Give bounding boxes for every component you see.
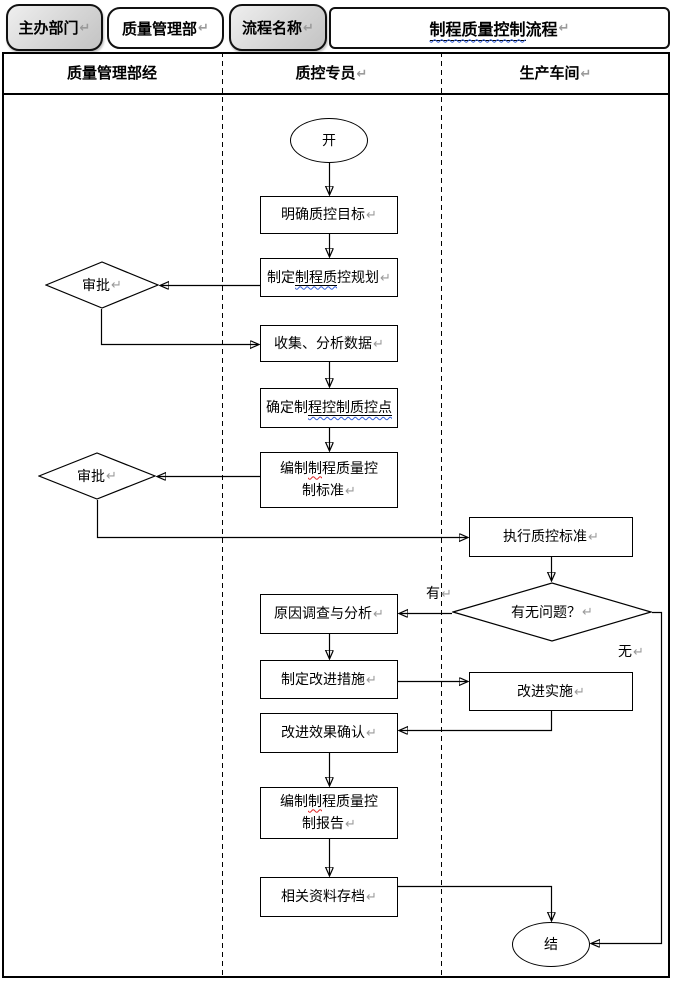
measures-label: 制定改进措施	[281, 670, 366, 687]
step-clarify-goal: 明确质控目标↵	[260, 196, 398, 234]
return-mark: ↵	[441, 586, 452, 601]
step-archive: 相关资料存档↵	[260, 877, 398, 917]
return-mark: ↵	[580, 66, 592, 81]
host-dept-label: 主办部门	[18, 20, 79, 37]
return-mark: ↵	[633, 644, 644, 659]
end-node: 结	[512, 922, 590, 967]
plan-label-part2: 控规划	[337, 268, 380, 285]
report-redwavy: 制	[308, 793, 322, 810]
decision-approve-1-shape	[45, 261, 159, 309]
return-mark: ↵	[366, 889, 377, 905]
step-cause-analysis: 原因调查与分析↵	[260, 594, 398, 634]
clarify-goal-label: 明确质控目标	[281, 206, 366, 223]
step-implement-improvement: 改进实施↵	[469, 672, 633, 711]
step-confirm-effect: 改进效果确认↵	[260, 713, 398, 753]
yes-text: 有	[426, 585, 440, 601]
lane-header-right: 生产车间↵	[441, 62, 670, 83]
branch-yes-label: 有↵	[426, 583, 452, 603]
return-mark: ↵	[106, 468, 117, 483]
step-compile-standard: 编制制程质量控 制标准↵	[260, 452, 398, 508]
plan-label-underlined: 制程质	[295, 268, 338, 286]
return-mark: ↵	[79, 19, 91, 35]
return-mark: ↵	[366, 207, 377, 223]
decision-problem: 有无问题？↵	[452, 582, 652, 642]
step-collect-data: 收集、分析数据↵	[260, 325, 398, 362]
no-text: 无	[618, 643, 632, 659]
return-mark: ↵	[198, 20, 209, 35]
standard-redwavy: 制	[308, 460, 322, 477]
start-label: 开	[322, 131, 336, 148]
lane-middle-label: 质控专员	[295, 65, 356, 82]
header-separator	[2, 93, 670, 95]
return-mark: ↵	[345, 483, 356, 498]
step-improvement-measures: 制定改进措施↵	[260, 660, 398, 699]
collect-label: 收集、分析数据	[274, 334, 373, 351]
standard-part1: 编制	[280, 460, 308, 477]
flow-title-underlined: 制程质量控制	[429, 16, 526, 41]
return-mark: ↵	[582, 604, 593, 619]
archive-label: 相关资料存档	[281, 888, 366, 905]
flow-name-label-box: 流程名称↵	[229, 4, 327, 51]
return-mark: ↵	[380, 269, 391, 285]
return-mark: ↵	[373, 606, 384, 622]
cause-label: 原因调查与分析	[274, 605, 373, 622]
branch-no-label: 无↵	[618, 641, 644, 661]
approve2-label: 审批	[77, 468, 106, 484]
flow-title-plain: 流程	[525, 22, 558, 39]
return-mark: ↵	[574, 683, 585, 699]
start-node: 开	[290, 118, 368, 163]
report-line2: 制报告	[302, 815, 345, 831]
lane-header-middle: 质控专员↵	[222, 62, 441, 83]
return-mark: ↵	[366, 725, 377, 741]
report-part1: 编制	[280, 793, 308, 810]
host-dept-value-box: 质量管理部↵	[107, 7, 224, 49]
standard-part2: 程质量控	[322, 460, 378, 477]
return-mark: ↵	[588, 529, 599, 545]
decision-approve-2-shape	[38, 452, 156, 500]
chart-frame	[2, 52, 670, 978]
host-dept-value: 质量管理部	[122, 20, 198, 38]
plan-label-part1: 制定	[267, 268, 296, 285]
step-execute-standard: 执行质控标准↵	[469, 517, 633, 557]
step-make-plan: 制定制程质控规划↵	[260, 258, 398, 297]
return-mark: ↵	[345, 816, 356, 831]
approve1-label: 审批	[82, 277, 111, 293]
return-mark: ↵	[366, 671, 377, 687]
report-part2: 程质量控	[322, 793, 378, 810]
end-label: 结	[544, 935, 558, 952]
control-points-underlined: 程控制质控点	[308, 399, 392, 417]
return-mark: ↵	[111, 277, 122, 292]
execute-label: 执行质控标准	[503, 528, 588, 545]
confirm-label: 改进效果确认	[281, 724, 366, 741]
decision-approve-1: 审批↵	[45, 261, 159, 309]
standard-line2: 制标准	[302, 482, 345, 498]
implement-label: 改进实施	[517, 682, 574, 699]
host-dept-label-box: 主办部门↵	[6, 4, 103, 51]
return-mark: ↵	[303, 19, 314, 35]
lane-header-left: 质量管理部经	[2, 62, 222, 83]
problem-question-label: 有无问题？	[511, 604, 582, 620]
return-mark: ↵	[558, 20, 570, 35]
flow-title-box: 制程质量控制流程↵	[329, 7, 670, 49]
lane-left-label: 质量管理部经	[66, 65, 157, 82]
lane-right-label: 生产车间	[519, 65, 580, 82]
control-points-part1: 确定制	[266, 399, 308, 416]
step-compile-report: 编制制程质量控 制报告↵	[260, 787, 398, 839]
return-mark: ↵	[373, 335, 384, 351]
return-mark: ↵	[356, 66, 368, 81]
flow-name-label: 流程名称	[242, 20, 303, 37]
step-control-points: 确定制程控制质控点	[260, 388, 398, 428]
decision-approve-2: 审批↵	[38, 452, 156, 500]
